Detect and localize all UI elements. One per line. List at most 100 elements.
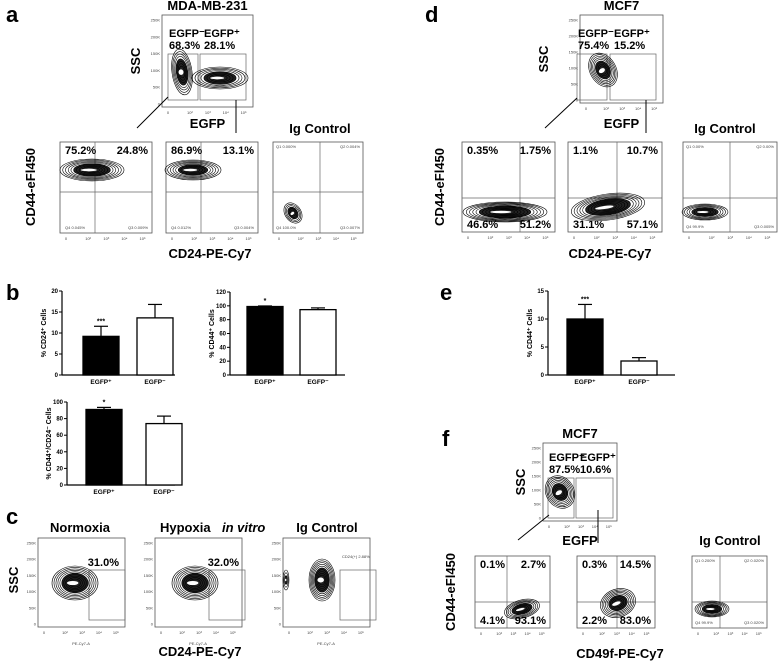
y-tick-label: 100K	[144, 589, 154, 594]
y-tick-label: 100K	[272, 589, 282, 594]
quadrant-q2-label: Q2 0.004%	[340, 144, 360, 149]
quadrant-top-left-percent: 0.35%	[467, 145, 498, 157]
x-tick-label: 10⁴	[227, 236, 233, 241]
quadrant-q1-label: Q1 0.000%	[276, 144, 296, 149]
x-tick-label: 10³	[205, 110, 211, 115]
y-tick-label: 15	[537, 289, 544, 295]
x-tick-label: 10⁵	[358, 630, 364, 635]
y-tick-label: 150K	[569, 50, 579, 55]
x-tick-label: 10²	[599, 631, 605, 636]
contour-population	[282, 569, 290, 591]
gate-plot-title: MCF7	[562, 426, 597, 441]
y-tick-label: 80	[56, 417, 63, 423]
x-tick-label: 10³	[324, 630, 330, 635]
quadrant-q2-label: Q2 0.00%	[756, 144, 774, 149]
x-tick-label: 10³	[506, 235, 512, 240]
y-tick-label: 150K	[532, 474, 542, 479]
x-tick-label: 10⁵	[764, 235, 770, 240]
y-tick-label: 0	[279, 622, 282, 627]
contour-population	[283, 202, 303, 224]
x-tick-label: 10³	[614, 631, 620, 636]
ig-control-title: Ig Control	[694, 121, 755, 136]
x-axis-label: EGFP	[562, 533, 598, 548]
quadrant-bottom-left-percent: 2.2%	[582, 615, 607, 627]
x-tick-label: 10³	[510, 631, 516, 636]
ssc-egfp-plot	[542, 442, 618, 522]
x-tick-label: 10³	[612, 235, 618, 240]
y-tick-label: 50K	[534, 502, 541, 507]
gate-percent: CD24(+) 2.88%	[342, 554, 370, 559]
plot-title-hypoxia: Hypoxia	[160, 520, 211, 535]
y-axis-label: % CD44⁺ Cells	[527, 309, 534, 358]
y-tick-label: 100K	[532, 488, 542, 493]
x-tick-label: 10²	[187, 110, 193, 115]
quadrant-bottom-right-percent: 57.1%	[627, 219, 658, 231]
x-tick-label: 10²	[298, 236, 304, 241]
contour-population	[164, 159, 222, 181]
x-tick-label: 10⁵	[230, 630, 236, 635]
x-tick-label: 10²	[709, 235, 715, 240]
panel-label-b: b	[6, 280, 19, 305]
y-tick-label: 50K	[571, 82, 578, 87]
plot-title-in-vitro: in vitro	[222, 520, 265, 535]
quadrant-top-right-percent: 14.5%	[620, 559, 651, 571]
x-tick-label: 0	[167, 110, 170, 115]
y-axis-label: % CD44⁺/CD24⁻ Cells	[46, 407, 53, 479]
y-tick-label: 0	[151, 622, 154, 627]
ig-control-title: Ig Control	[699, 533, 760, 548]
quadrant-q1-label: Q1 0.200%	[695, 558, 715, 563]
category-label: EGFP⁻	[307, 379, 329, 386]
panel-label-d: d	[425, 2, 438, 27]
y-tick-label: 150K	[144, 573, 154, 578]
y-tick-label: 200K	[151, 34, 161, 39]
x-tick-label: 0	[65, 236, 68, 241]
quadrant-top-left-percent: 86.9%	[171, 145, 202, 157]
y-tick-label: 0	[34, 622, 37, 627]
x-tick-label: 10⁴	[213, 630, 219, 635]
x-tick-label: 10³	[315, 236, 321, 241]
y-tick-label: 50K	[153, 85, 160, 90]
ssc-cd24-plot	[37, 537, 126, 628]
x-tick-label: 0	[160, 630, 163, 635]
x-tick-label: 10⁵	[246, 236, 252, 241]
x-tick-label: 10²	[603, 106, 609, 111]
x-tick-label: 10³	[103, 236, 109, 241]
y-tick-label: 120	[216, 290, 227, 296]
x-tick-label: 0	[688, 235, 691, 240]
contour-population	[600, 588, 636, 618]
x-tick-label: 0	[585, 106, 588, 111]
category-label: EGFP⁺	[93, 489, 115, 496]
y-tick-label: 100K	[569, 66, 579, 71]
y-axis-label: % CD24⁺ Cells	[41, 309, 48, 358]
x-tick-label: 10²	[713, 631, 719, 636]
x-tick-label: 0	[480, 631, 483, 636]
y-axis-label: SSC	[536, 45, 551, 72]
quadrant-plot	[272, 141, 364, 234]
quadrant-q3-label: Q3 0.005%	[754, 224, 774, 229]
x-tick-label: 10⁴	[631, 235, 637, 240]
y-axis-label: % CD44⁺ Cells	[209, 309, 216, 358]
plot-title-normoxia: Normoxia	[50, 520, 111, 535]
bar-1	[145, 422, 183, 486]
bar-0	[566, 318, 604, 376]
y-tick-label: 250K	[272, 541, 282, 546]
x-tick-label: 0	[278, 236, 281, 241]
quadrant-top-right-percent: 2.7%	[521, 559, 546, 571]
panel-label-e: e	[440, 280, 452, 305]
quadrant-plot	[59, 141, 153, 234]
x-tick-label: 0	[43, 630, 46, 635]
category-label: EGFP⁺	[254, 379, 276, 386]
cd24-positive-gate	[208, 569, 246, 621]
quadrant-top-left-percent: 1.1%	[573, 145, 598, 157]
x-tick-label: 10³	[727, 631, 733, 636]
quadrant-q3-label: Q3 0.007%	[340, 225, 360, 230]
x-tick-label: 10²	[62, 630, 68, 635]
category-label: EGFP⁻	[144, 379, 166, 386]
quadrant-q2-label: Q2 0.020%	[744, 558, 764, 563]
category-label: EGFP⁺	[90, 379, 112, 386]
x-tick-label: 10²	[85, 236, 91, 241]
contour-population	[171, 565, 219, 601]
quadrant-bottom-right-percent: Q3 0.009%	[128, 225, 148, 230]
x-tick-label: 10³	[79, 630, 85, 635]
